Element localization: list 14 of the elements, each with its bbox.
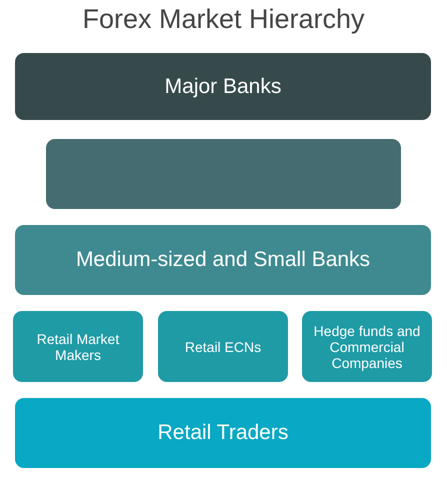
diagram-title: Forex Market Hierarchy <box>81 4 366 35</box>
tier-label: Retail ECNs <box>184 338 262 354</box>
tier-label: Hedge funds and Commercial Companies <box>312 322 422 370</box>
tier-box <box>302 311 432 382</box>
tier-box <box>15 398 431 468</box>
tier-label: Major Banks <box>164 74 282 98</box>
tier-box <box>158 311 288 382</box>
tier-label: Retail Market Makers <box>36 330 120 362</box>
tier-box <box>15 225 431 295</box>
tier-box <box>13 311 143 382</box>
rectangle-box <box>46 139 401 209</box>
tier-box <box>15 53 431 120</box>
tier-label: Retail Traders <box>158 421 288 445</box>
tier-label: Medium-sized and Small Banks <box>76 248 370 272</box>
